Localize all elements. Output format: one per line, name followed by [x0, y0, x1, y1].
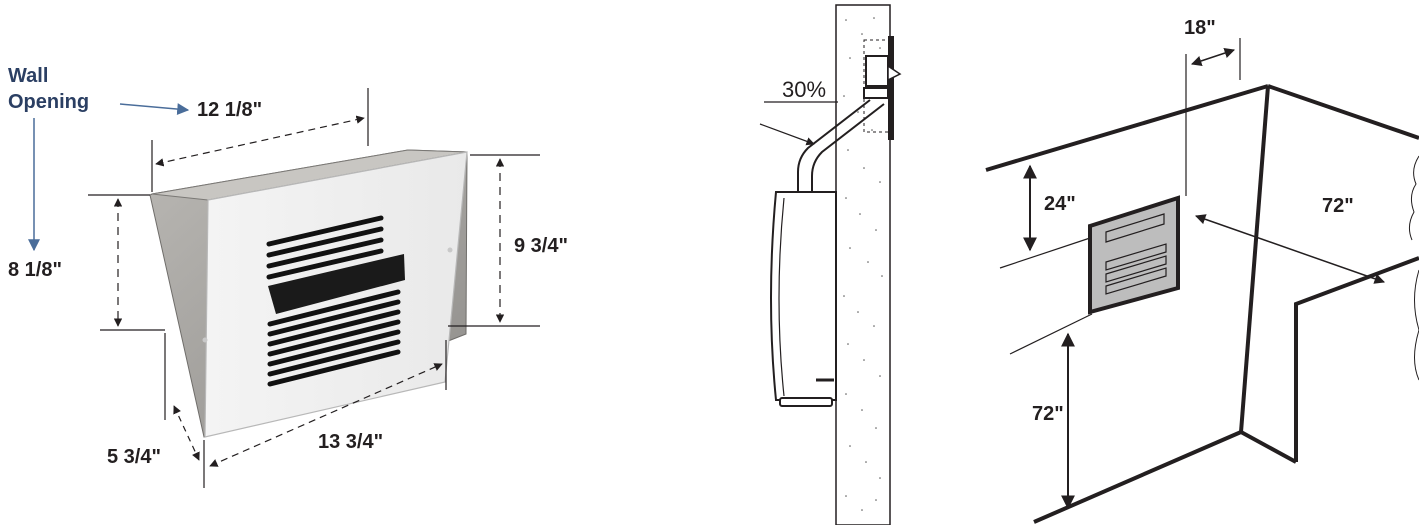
flange-width-dim-line	[209, 363, 443, 467]
screw-right	[447, 247, 453, 253]
screw-left	[202, 337, 208, 343]
front-clearance-label: 72"	[1322, 195, 1354, 217]
opening-width-label: 12 1/8"	[197, 99, 262, 121]
ceiling-right	[1267, 84, 1419, 140]
heater-unit-side	[770, 191, 837, 401]
room-clearance-figure: 18" 24" 72" 72"	[985, 17, 1419, 524]
heater-wall-unit	[1088, 195, 1180, 315]
flue-pipe	[797, 99, 885, 200]
flange-height-label: 9 3/4"	[514, 235, 568, 257]
doorway	[1294, 256, 1419, 462]
flange-width-label: 13 3/4"	[318, 431, 383, 453]
vent-terminal-cap	[865, 55, 889, 87]
heater-wall-grille	[1105, 213, 1167, 295]
top-clearance-ext	[999, 237, 1091, 269]
front-clearance-dim-line	[1195, 214, 1385, 284]
vent-wall-plate	[888, 36, 894, 140]
depth-label: 5 3/4"	[107, 446, 161, 468]
side-clearance-dim-line	[1191, 48, 1235, 66]
wall-section-figure: 30%	[759, 4, 902, 525]
top-clearance-label: 24"	[1044, 193, 1076, 215]
vent-cap-hood	[887, 64, 902, 82]
wall-opening-arrow-right	[119, 103, 190, 116]
depth-dim-line	[173, 405, 200, 461]
opening-width-dim-line	[155, 115, 365, 167]
opening-height-label: 8 1/8"	[8, 259, 62, 281]
doorway-edge	[1408, 155, 1419, 381]
wall-speckle	[843, 17, 883, 511]
floor-right	[1240, 430, 1297, 464]
upper-grille	[266, 215, 384, 280]
floor-clearance-label: 72"	[1032, 403, 1064, 425]
grille-deflector	[268, 254, 405, 314]
heater-unit-front-curve	[778, 197, 785, 397]
vent-collar	[863, 87, 889, 99]
wall-opening-label-line1: Wall	[8, 65, 48, 87]
floor-clearance-ext	[1009, 313, 1093, 355]
heater-product-figure: 12 1/8" Wall Opening 8 1/8" 9 3/4" 5 3/4…	[8, 65, 568, 488]
side-clearance-label: 18"	[1184, 17, 1216, 39]
floor-left	[1033, 430, 1242, 524]
heater-unit-bottom	[779, 397, 833, 407]
wall-opening-label-line2: Opening	[8, 91, 89, 113]
slope-leader	[759, 123, 815, 146]
slope-label: 30%	[782, 77, 826, 102]
wall-corner	[1239, 85, 1270, 433]
ceiling-left	[985, 84, 1269, 172]
